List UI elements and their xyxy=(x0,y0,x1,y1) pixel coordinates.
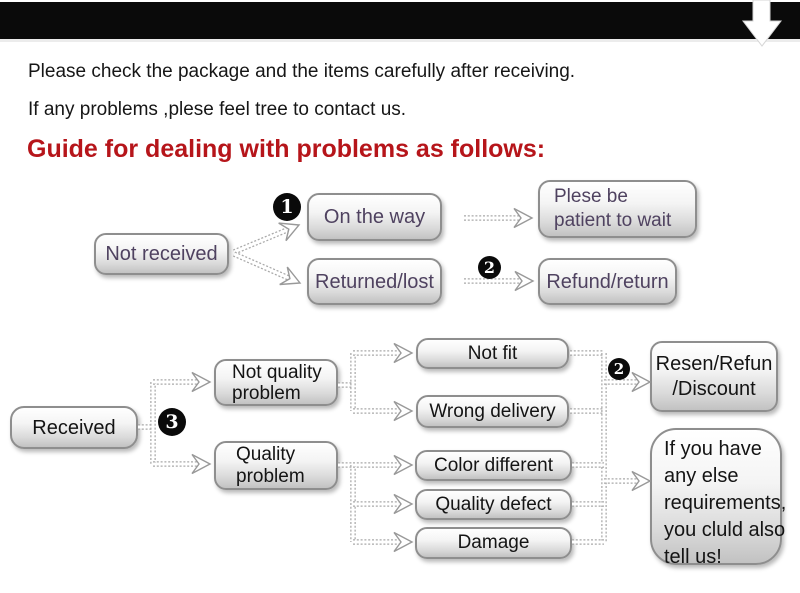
guide-heading: Guide for dealing with problems as follo… xyxy=(27,135,546,163)
node-not-received: Not received xyxy=(94,233,229,275)
badge-3-icon: 3 xyxy=(158,408,186,436)
node-not-quality-problem: Not quality problem xyxy=(214,359,338,406)
badge-2-first-icon: 2 xyxy=(478,256,501,279)
node-resen-refun-discount: Resen/Refun /Discount xyxy=(650,341,778,412)
node-if-you-have: If you have any else requirements, you c… xyxy=(650,428,786,568)
badge-2-second-icon: 2 xyxy=(608,358,630,380)
intro-line-2: If any problems ,plese feel tree to cont… xyxy=(28,99,407,120)
node-plese-be-patient: Plese be patient to wait xyxy=(538,180,697,238)
node-damage: Damage xyxy=(415,527,572,559)
node-color-different: Color different xyxy=(415,450,572,481)
node-returned-lost: Returned/lost xyxy=(307,258,442,305)
node-quality-problem: Quality problem xyxy=(214,441,338,490)
node-wrong-delivery: Wrong delivery xyxy=(416,395,569,428)
header-bar xyxy=(0,2,800,39)
header-bar-shadow xyxy=(0,39,800,42)
node-received: Received xyxy=(10,406,138,449)
node-not-fit: Not fit xyxy=(416,338,569,369)
intro-line-1: Please check the package and the items c… xyxy=(28,61,576,82)
node-on-the-way: On the way xyxy=(307,193,442,241)
node-refund-return: Refund/return xyxy=(538,258,677,305)
node-quality-defect: Quality defect xyxy=(415,489,572,520)
badge-1-icon: 1 xyxy=(273,193,301,221)
